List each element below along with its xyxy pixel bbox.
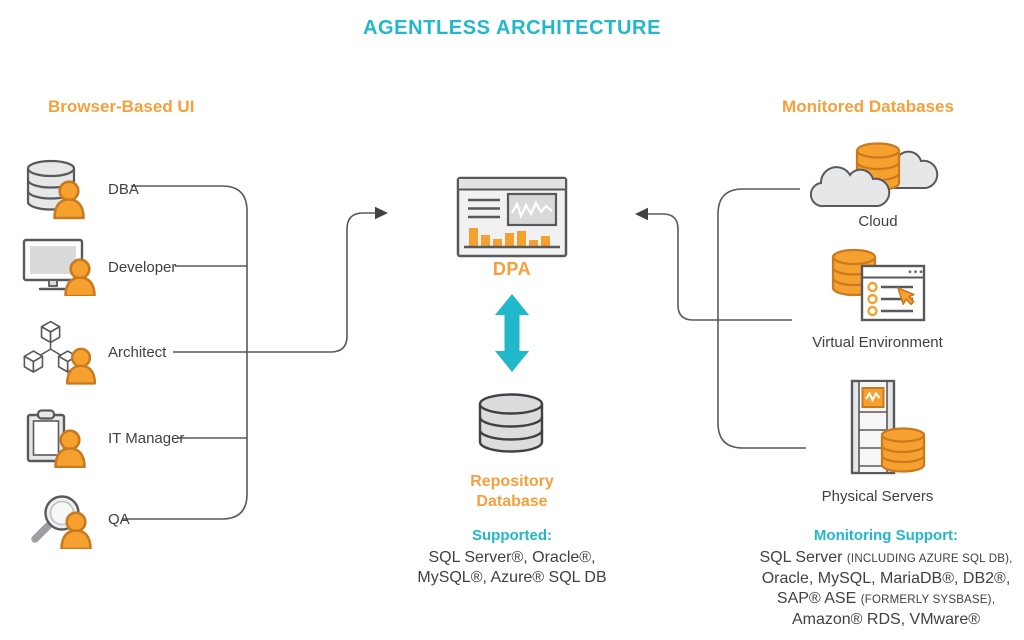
actor-row-dba: DBA	[22, 156, 139, 222]
bidirectional-arrow-icon	[494, 294, 530, 377]
dpa-label: DPA	[492, 259, 532, 279]
supported-heading: Supported:	[472, 527, 552, 544]
monitoring-line1-small: (INCLUDING AZURE SQL DB),	[846, 553, 1013, 565]
monitoring-line4: Amazon® RDS, VMware®	[791, 611, 981, 628]
monitoring-line2: Oracle, MySQL, MariaDB®, DB2®,	[761, 570, 1011, 587]
monitoring-line3: SAP® ASE (FORMERLY SYSBASE),	[738, 589, 1024, 610]
architect-cubes-person-icon	[22, 319, 102, 385]
left-arrowhead-icon	[375, 206, 388, 220]
supported-line1: SQL Server®, Oracle®,	[428, 549, 596, 566]
monitoring-line1-main: SQL Server	[759, 549, 847, 566]
right-arrowhead-icon	[635, 207, 648, 221]
right-section-heading: Monitored Databases	[782, 97, 954, 116]
repository-label-line1: Repository	[470, 473, 554, 490]
repository-database-label: Repository Database	[432, 472, 592, 512]
actor-label: IT Manager	[108, 429, 185, 447]
monitoring-support-block: Monitoring Support: SQL Server (INCLUDIN…	[738, 527, 1024, 630]
supported-line2: MySQL®, Azure® SQL DB	[417, 569, 607, 586]
actor-label: QA	[108, 510, 130, 528]
developer-monitor-person-icon	[22, 238, 102, 296]
supported-databases-block: Supported: SQL Server®, Oracle®, MySQL®,…	[397, 527, 627, 588]
actor-label: DBA	[108, 180, 139, 198]
dpa-dashboard-icon	[456, 176, 568, 265]
actor-row-developer: Developer	[22, 234, 176, 300]
monitoring-line3-small: (FORMERLY SYSBASE),	[860, 594, 996, 606]
actor-row-architect: Architect	[22, 319, 166, 385]
repository-database-icon	[478, 392, 546, 461]
qa-magnifier-person-icon	[22, 489, 102, 549]
architect-to-dpa-line	[173, 212, 376, 353]
cursor-arrow-icon	[897, 287, 915, 306]
cloud-database-icon	[809, 138, 942, 219]
virtual-env-to-dpa-line	[647, 213, 792, 321]
actor-row-qa: QA	[22, 486, 130, 552]
virtual-environment-label: Virtual Environment	[812, 334, 943, 351]
right-bus-line	[717, 188, 806, 449]
cloud-label: Cloud	[858, 213, 898, 230]
it-manager-clipboard-person-icon	[22, 408, 102, 468]
physical-servers-label: Physical Servers	[821, 488, 934, 505]
repository-label-line2: Database	[476, 493, 548, 510]
physical-servers-icon	[832, 379, 928, 486]
left-section-heading: Browser-Based UI	[48, 97, 195, 116]
actor-label: Developer	[108, 258, 177, 276]
dba-database-person-icon	[22, 158, 102, 220]
actor-label: Architect	[108, 343, 167, 361]
monitoring-line3-main: SAP® ASE	[776, 590, 861, 607]
monitoring-line1: SQL Server (INCLUDING AZURE SQL DB),	[738, 548, 1024, 569]
actor-row-it-manager: IT Manager	[22, 405, 184, 471]
page-title: AGENTLESS ARCHITECTURE	[362, 17, 662, 39]
monitoring-heading: Monitoring Support:	[813, 527, 959, 544]
virtual-environment-icon	[828, 246, 930, 335]
